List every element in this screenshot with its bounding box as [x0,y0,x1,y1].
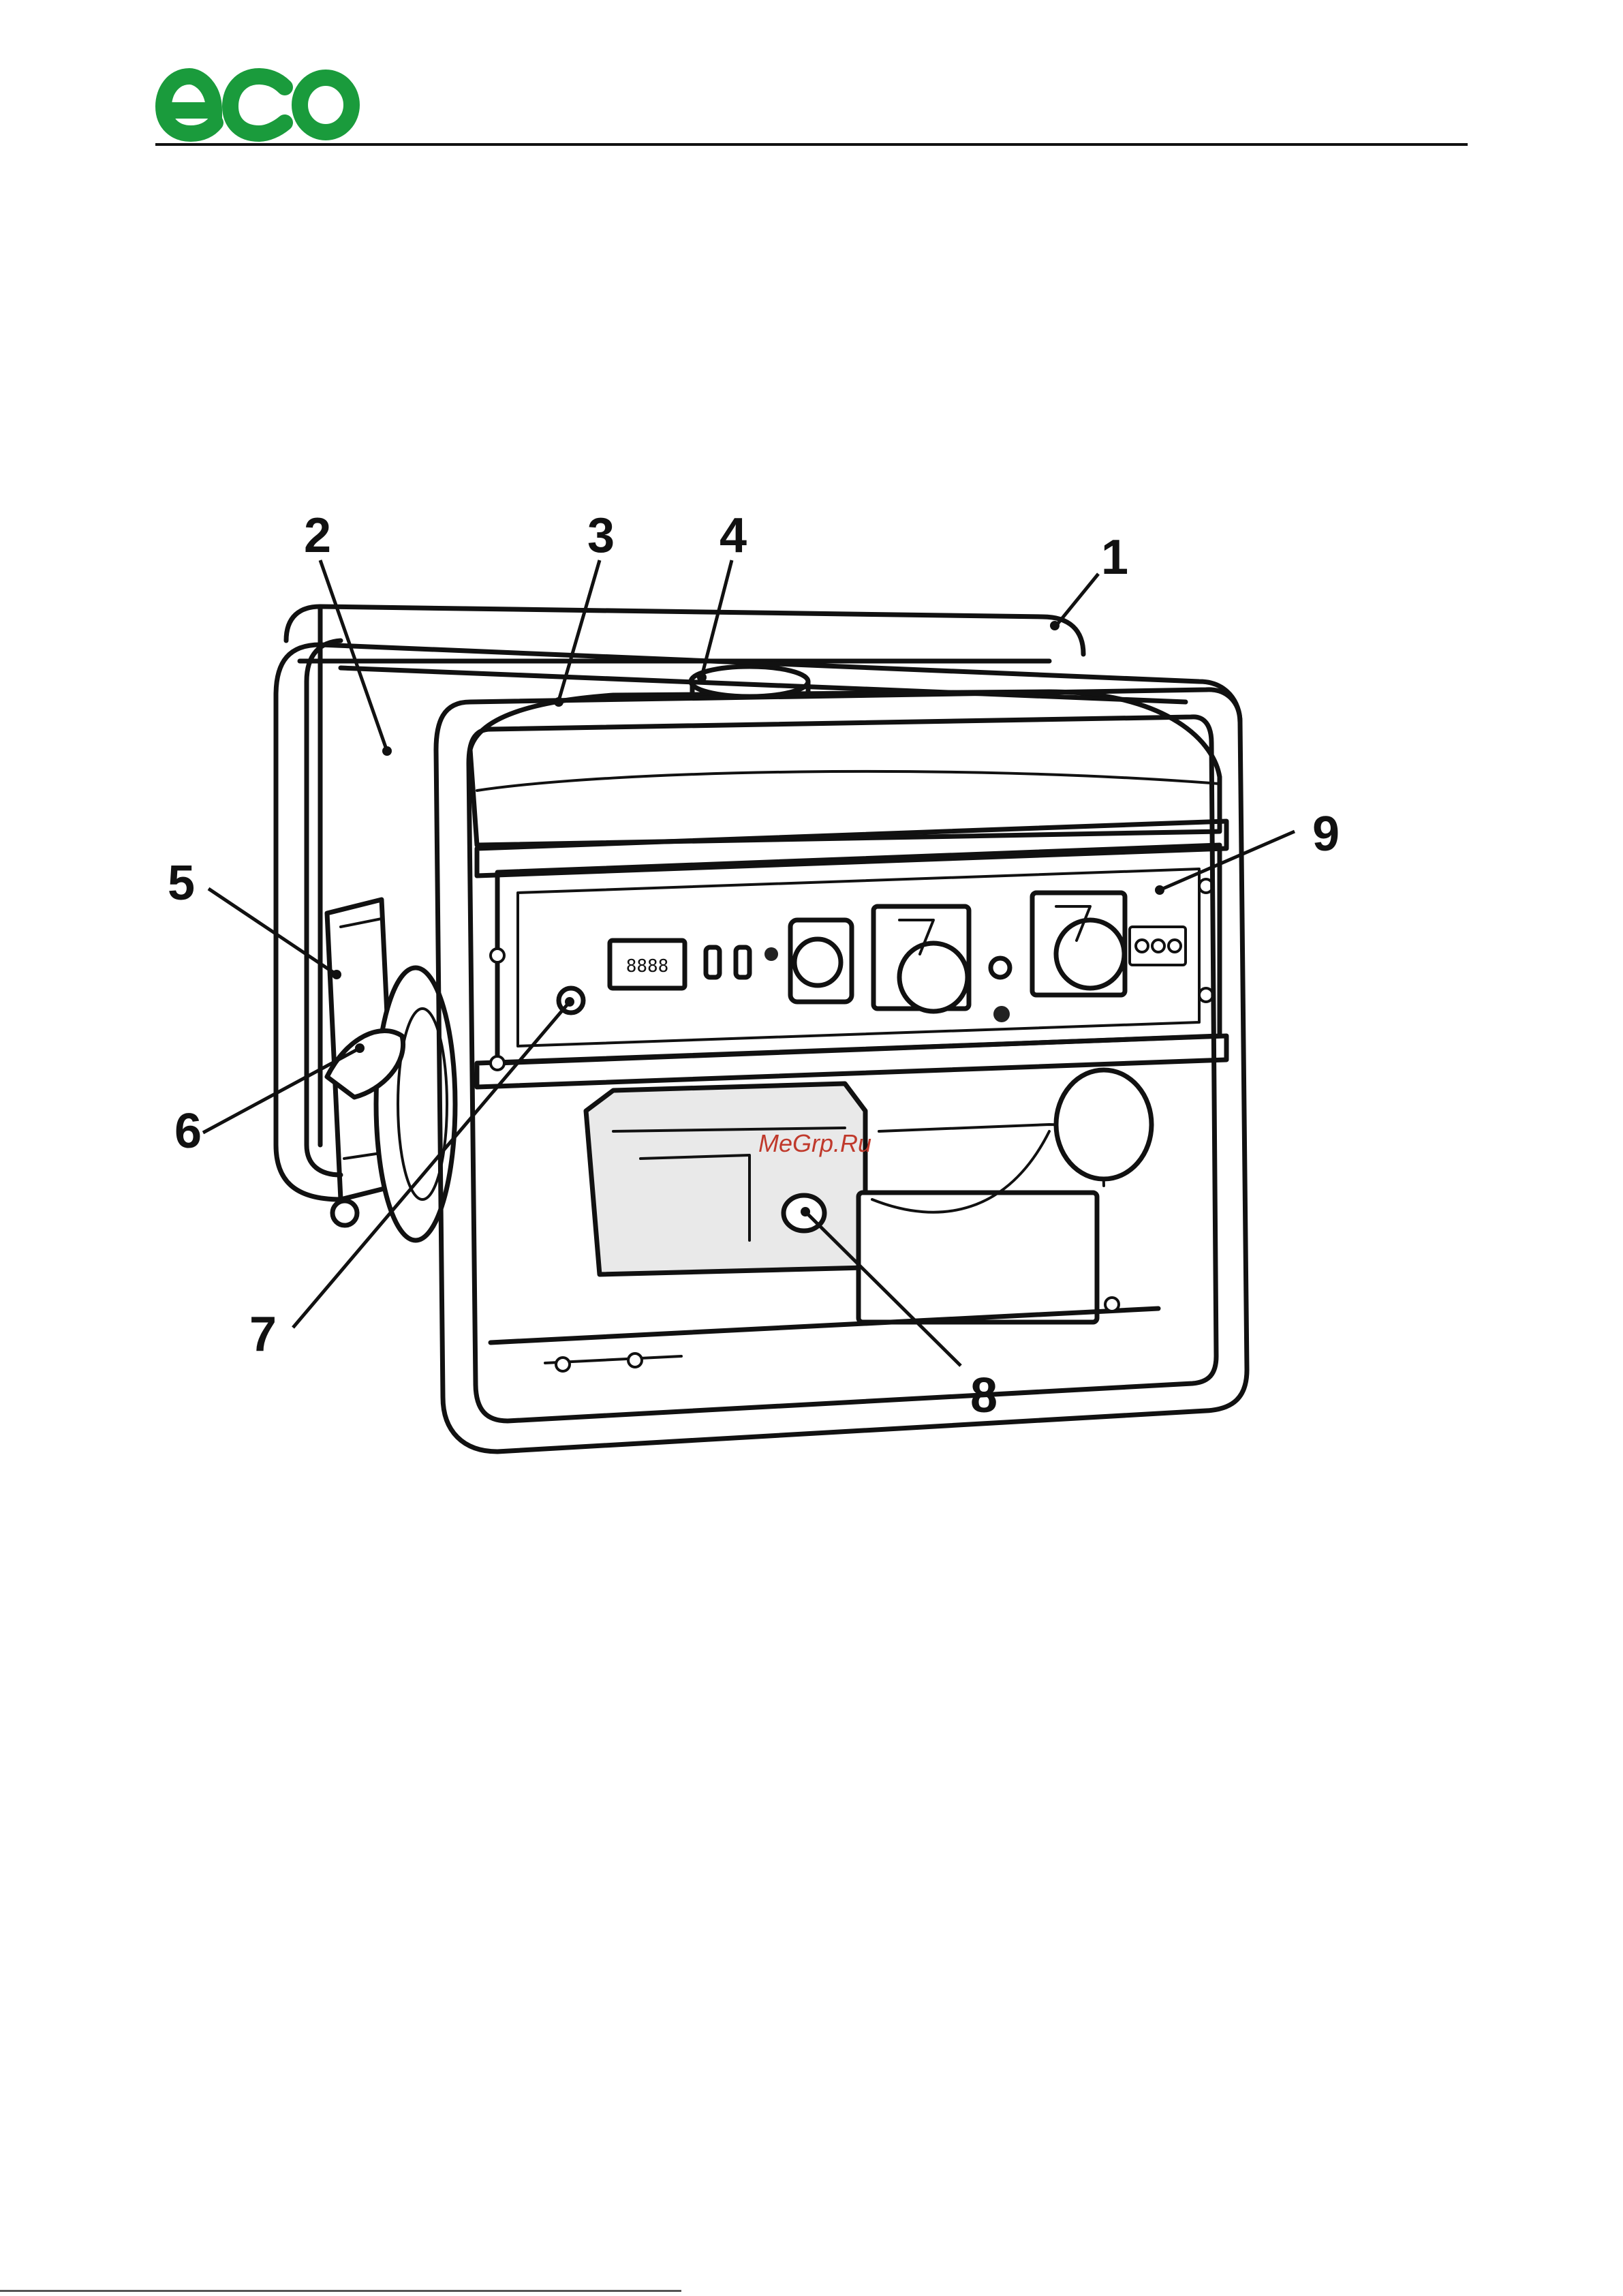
engine-block [586,1070,1151,1322]
footer-rule [0,2290,681,2292]
callout-4: 4 [720,508,747,563]
callout-8: 8 [970,1368,998,1423]
callout-1: 1 [1101,530,1128,585]
callout-5: 5 [168,856,195,910]
callout-3: 3 [587,508,615,563]
watermark: MeGrp.Ru [758,1129,871,1157]
callout-2: 2 [304,508,331,563]
control-panel: 8888 [477,821,1226,1087]
eco-logo [151,57,364,150]
callout-7: 7 [249,1307,277,1362]
header-rule [155,143,1468,146]
callout-6: 6 [174,1104,202,1159]
callout-9: 9 [1312,807,1340,861]
display-readout: 8888 [626,956,669,977]
generator-diagram: 8888 [0,477,1623,1499]
